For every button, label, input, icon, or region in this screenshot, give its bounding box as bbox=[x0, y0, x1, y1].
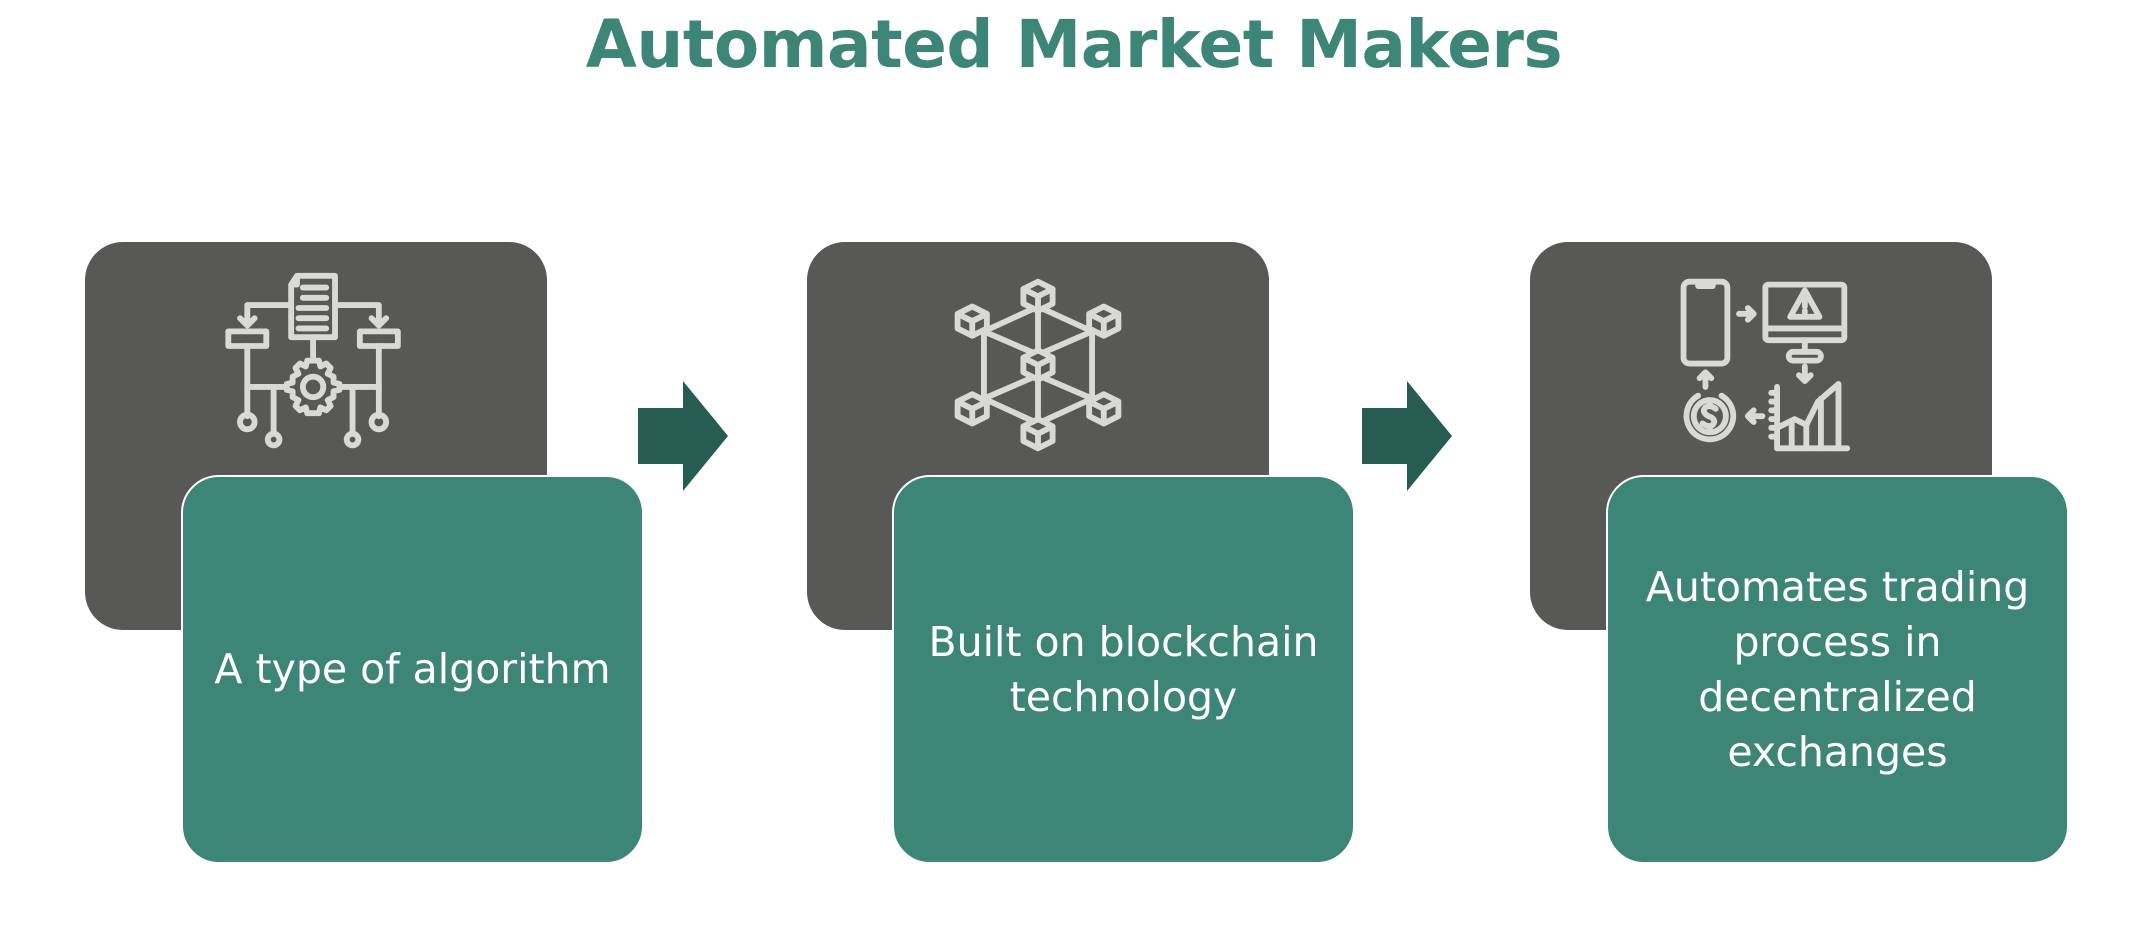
step-1-text: A type of algorithm bbox=[214, 645, 611, 693]
blockchain-cubes-icon bbox=[954, 278, 1122, 452]
cube-node bbox=[1020, 347, 1056, 383]
cube-node bbox=[954, 303, 990, 339]
diagram-title: Automated Market Makers bbox=[585, 6, 1563, 83]
arrow-1-right-icon bbox=[638, 381, 728, 491]
cube-node bbox=[1020, 416, 1056, 452]
step-3-text: Automates trading process in decentraliz… bbox=[1645, 562, 2030, 776]
automated-trading-cycle-icon bbox=[1680, 278, 1851, 452]
step-3-text-card: Automates trading process in decentraliz… bbox=[1606, 475, 2069, 864]
cube-node bbox=[1086, 391, 1122, 427]
algorithm-flowchart-icon bbox=[225, 272, 401, 449]
step-2-text-card: Built on blockchain technology bbox=[892, 475, 1355, 864]
cube-node bbox=[1020, 278, 1056, 314]
cube-node bbox=[1086, 303, 1122, 339]
step-1-text-card: A type of algorithm bbox=[181, 475, 644, 864]
step-2-text: Built on blockchain technology bbox=[928, 617, 1319, 721]
cube-node bbox=[954, 391, 990, 427]
arrow-2-right-icon bbox=[1362, 381, 1452, 491]
